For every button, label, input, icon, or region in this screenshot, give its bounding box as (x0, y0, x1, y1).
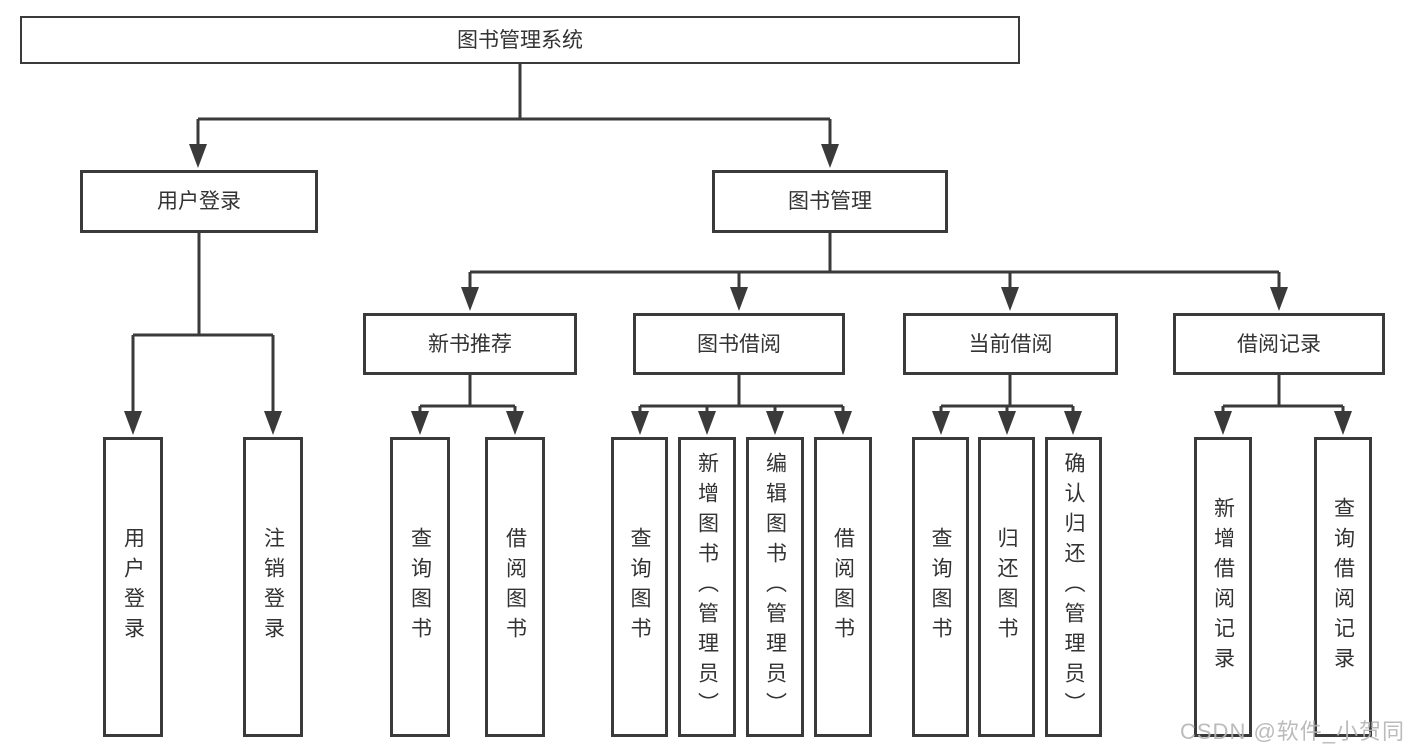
node-book-management: 图书管理 (712, 170, 948, 233)
leaf-return-books-label: 归还图书 (995, 527, 1018, 647)
node-book-borrow: 图书借阅 (633, 313, 845, 375)
node-user-login-label: 用户登录 (157, 190, 241, 213)
leaf-query-books-2-label: 查询图书 (628, 527, 651, 647)
node-new-book-recommend: 新书推荐 (363, 313, 577, 375)
leaf-add-borrow-record-label: 新增借阅记录 (1211, 497, 1235, 677)
leaf-borrow-books-2-label: 借阅图书 (831, 527, 855, 647)
arrowhead-icon (1214, 411, 1232, 435)
arrowhead-icon (264, 411, 282, 435)
arrowhead-icon (461, 287, 479, 311)
arrowhead-icon (506, 411, 524, 435)
leaf-confirm-return-admin-label: 确认归还（管理员） (1062, 452, 1085, 722)
leaf-user-login: 用户登录 (103, 437, 163, 737)
connector-current-borrow-to-leaves (939, 375, 1075, 415)
arrowhead-icon (1334, 411, 1352, 435)
leaf-query-books-2: 查询图书 (611, 437, 668, 737)
leaf-logout: 注销登录 (243, 437, 303, 737)
arrowhead-icon (1270, 287, 1288, 311)
leaf-query-books-3-label: 查询图书 (929, 527, 952, 647)
node-new-book-recommend-label: 新书推荐 (428, 332, 512, 356)
leaf-borrow-books-1: 借阅图书 (485, 437, 545, 737)
node-book-management-label: 图书管理 (788, 190, 872, 213)
leaf-return-books: 归还图书 (978, 437, 1035, 737)
connector-borrow-records-to-leaves (1221, 375, 1345, 415)
arrowhead-icon (998, 411, 1016, 435)
connector-new-book-to-leaves (418, 375, 517, 415)
leaf-add-book-admin-label: 新增图书（管理员） (695, 452, 719, 722)
arrowhead-icon (1064, 411, 1082, 435)
arrowhead-icon (189, 144, 207, 168)
arrowhead-icon (834, 411, 852, 435)
node-borrow-records-label: 借阅记录 (1237, 332, 1321, 356)
connector-book-borrow-to-leaves (638, 375, 845, 415)
arrowhead-icon (698, 411, 716, 435)
arrowhead-icon (821, 144, 839, 168)
watermark: CSDN @软件_小贺同学 (1180, 719, 1405, 744)
leaf-query-books-1-label: 查询图书 (408, 527, 432, 647)
node-current-borrow-label: 当前借阅 (968, 332, 1053, 356)
node-borrow-records: 借阅记录 (1173, 313, 1385, 375)
leaf-confirm-return-admin: 确认归还（管理员） (1045, 437, 1102, 737)
leaf-user-login-label: 用户登录 (121, 527, 145, 647)
arrowhead-icon (766, 411, 784, 435)
arrowhead-icon (730, 287, 748, 311)
leaf-edit-book-admin: 编辑图书（管理员） (746, 437, 804, 737)
leaf-query-borrow-record-label: 查询借阅记录 (1331, 497, 1355, 677)
node-root: 图书管理系统 (20, 16, 1020, 64)
leaf-add-book-admin: 新增图书（管理员） (678, 437, 736, 737)
arrowhead-icon (631, 411, 649, 435)
connector-book-management-to-level2 (468, 233, 1281, 291)
leaf-borrow-books-2: 借阅图书 (814, 437, 872, 737)
node-user-login: 用户登录 (80, 170, 318, 233)
leaf-logout-label: 注销登录 (261, 527, 285, 647)
leaf-query-books-1: 查询图书 (390, 437, 450, 737)
arrowhead-icon (124, 411, 142, 435)
leaf-add-borrow-record: 新增借阅记录 (1194, 437, 1252, 737)
node-book-borrow-label: 图书借阅 (697, 332, 781, 356)
leaf-query-books-3: 查询图书 (912, 437, 969, 737)
arrowhead-icon (932, 411, 950, 435)
node-root-label: 图书管理系统 (457, 28, 583, 52)
leaf-borrow-books-1-label: 借阅图书 (503, 527, 527, 647)
leaf-query-borrow-record: 查询借阅记录 (1314, 437, 1372, 737)
connector-user-login-to-leaves (131, 233, 275, 415)
arrowhead-icon (1001, 287, 1019, 311)
connector-root-to-level1 (196, 64, 832, 148)
node-current-borrow: 当前借阅 (903, 313, 1118, 375)
arrowhead-icon (411, 411, 429, 435)
leaf-edit-book-admin-label: 编辑图书（管理员） (763, 452, 787, 722)
